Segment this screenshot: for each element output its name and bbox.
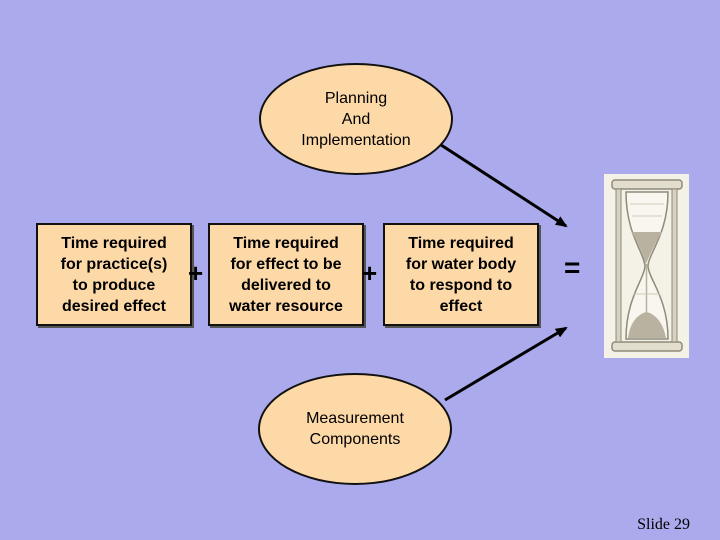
plus-operator-1: + xyxy=(188,258,204,288)
hourglass-icon xyxy=(604,174,689,358)
arrow-planning-to-result xyxy=(437,141,568,228)
planning-line-1: Planning xyxy=(324,89,388,107)
box-2-line-4: water resource xyxy=(229,297,343,315)
box-1-line-1: Time required xyxy=(61,234,167,252)
box-2-line-2: for effect to be xyxy=(230,255,342,273)
practice-time-box: Time required for practice(s) to produce… xyxy=(36,223,192,326)
measurement-oval: Measurement Components xyxy=(258,373,452,485)
response-time-box: Time required for water body to respond … xyxy=(383,223,539,326)
slide-number: Slide 29 xyxy=(637,516,690,533)
measurement-line-1: Measurement xyxy=(306,410,404,427)
box-3-line-4: effect xyxy=(439,297,483,315)
box-3-line-3: to respond to xyxy=(409,276,513,294)
box-1-line-2: for practice(s) xyxy=(60,255,168,273)
box-3-line-1: Time required xyxy=(408,234,514,252)
measurement-line-2: Components xyxy=(309,431,401,448)
box-2-line-3: delivered to xyxy=(241,276,331,294)
delivery-time-box: Time required for effect to be delivered… xyxy=(208,223,364,326)
box-1-line-4: desired effect xyxy=(61,297,167,315)
arrow-measurement-to-result xyxy=(444,326,568,402)
planning-line-3: Implementation xyxy=(301,131,411,149)
planning-line-2: And xyxy=(341,110,371,128)
planning-oval: Planning And Implementation xyxy=(259,63,453,175)
box-1-line-3: to produce xyxy=(72,276,156,294)
box-3-line-2: for water body xyxy=(405,255,517,273)
box-2-line-1: Time required xyxy=(233,234,339,252)
equals-operator: = xyxy=(564,252,581,283)
plus-operator-2: + xyxy=(362,258,378,288)
